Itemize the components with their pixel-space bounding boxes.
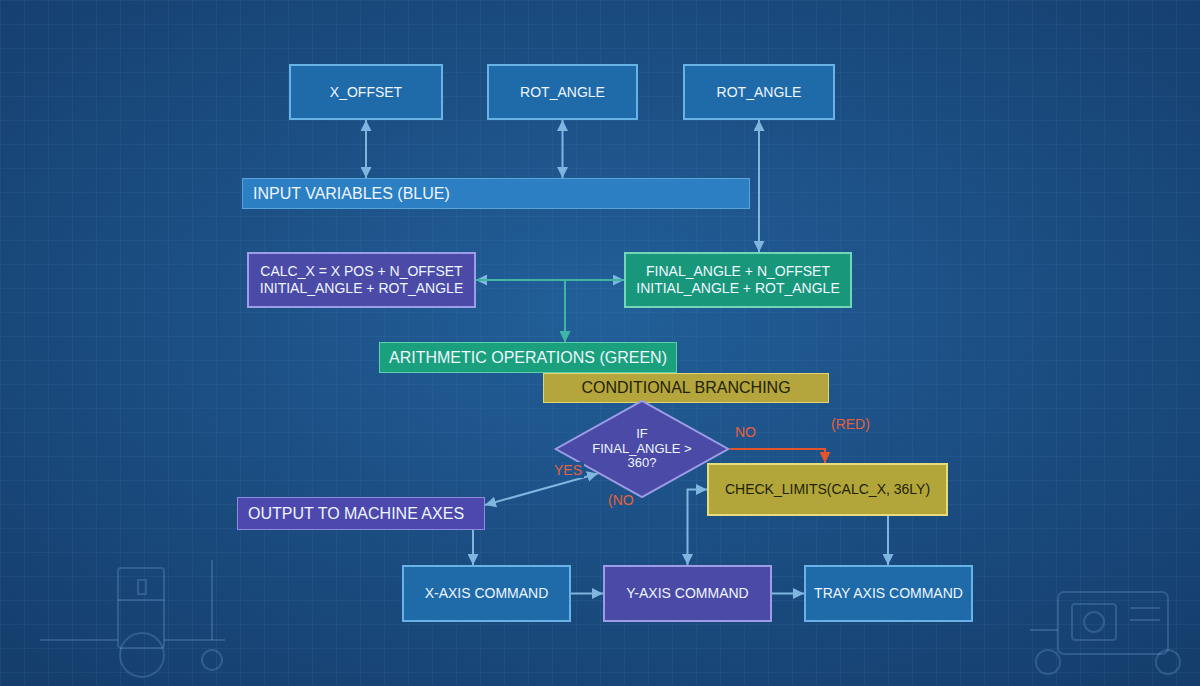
connector-arrow [730,449,825,463]
node-text: TRAY AXIS COMMAND [814,585,963,602]
node-text: ROT_ANGLE [520,84,605,101]
section-band: CONDITIONAL BRANCHING [543,373,829,403]
section-band: OUTPUT TO MACHINE AXES [237,497,485,530]
node-text: FINAL_ANGLE + N_OFFSET INITIAL_ANGLE + R… [634,263,842,297]
node-text: INPUT VARIABLES (BLUE) [253,184,450,203]
process-box: CALC_X = X POS + N_OFFSET INITIAL_ANGLE … [247,252,476,308]
connector-arrow [365,120,367,178]
node-text: X-AXIS COMMAND [425,585,549,602]
node-text: CONDITIONAL BRANCHING [581,378,790,397]
branch-label: NO [733,424,758,440]
decision-diamond: IF FINAL_ANGLE > 360? [554,400,730,498]
annotation-label: (RED) [829,416,872,432]
connector-arrow [562,120,564,178]
process-box: FINAL_ANGLE + N_OFFSET INITIAL_ANGLE + R… [624,252,852,308]
connector-arrow [485,474,598,506]
connector-arrow [688,490,708,566]
node-text: ARITHMETIC OPERATIONS (GREEN) [389,348,667,367]
function-box: CHECK_LIMITS(CALC_X, 36LY) [707,463,948,516]
node-text: CALC_X = X POS + N_OFFSET INITIAL_ANGLE … [257,263,466,297]
section-band: ARITHMETIC OPERATIONS (GREEN) [379,342,677,373]
machine-sketch-right [1030,592,1180,674]
node-text: OUTPUT TO MACHINE AXES [248,504,464,523]
machine-sketch-left [40,560,225,677]
connector-arrow [472,530,474,565]
connector-arrow [887,516,889,565]
node-text: X_OFFSET [330,84,402,101]
node-text: ROT_ANGLE [717,84,802,101]
section-band: INPUT VARIABLES (BLUE) [242,178,750,209]
axis-command-box: TRAY AXIS COMMAND [804,565,973,622]
branch-label: YES [552,462,584,478]
input-variable-box: X_OFFSET [289,64,443,120]
connector-arrow [758,120,760,252]
annotation-label: (NO [606,492,636,508]
axis-command-box: Y-AXIS COMMAND [603,565,772,622]
input-variable-box: ROT_ANGLE [683,64,835,120]
connector-arrow [476,280,565,342]
node-text: IF FINAL_ANGLE > 360? [592,427,692,472]
node-text: CHECK_LIMITS(CALC_X, 36LY) [725,481,930,498]
connector-arrow [565,280,624,342]
connector-arrow [772,593,804,595]
axis-command-box: X-AXIS COMMAND [402,565,571,622]
connector-arrow [571,593,603,595]
input-variable-box: ROT_ANGLE [487,64,638,120]
node-text: Y-AXIS COMMAND [626,585,748,602]
diamond-shape [556,401,728,497]
